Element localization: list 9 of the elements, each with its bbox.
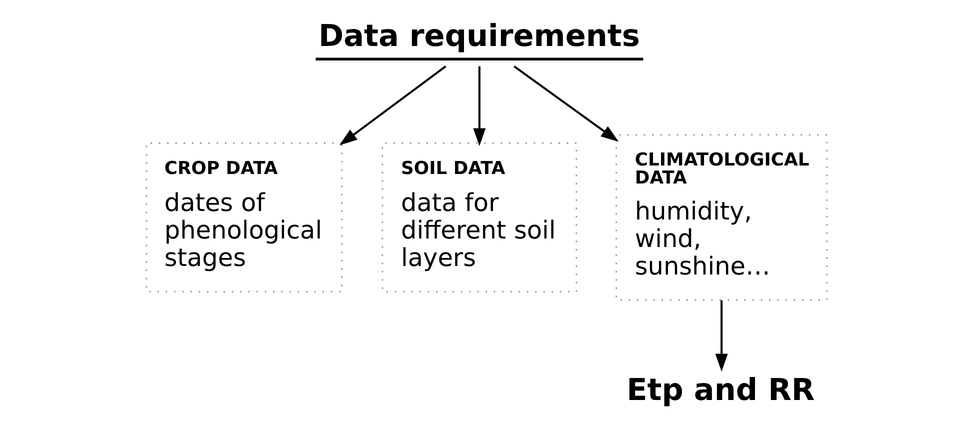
arrow — [339, 65, 446, 146]
node-box: SOIL DATA data for different soil layers — [382, 142, 578, 292]
node-box: CROP DATA dates of phenological stages — [146, 142, 343, 292]
node-text: Data requirements — [318, 19, 640, 54]
arrow — [473, 66, 486, 146]
node-box: CLIMATOLOGICAL DATA humidity, wind, sunshine… — [616, 134, 828, 301]
arrow — [514, 65, 619, 142]
arrow — [715, 300, 728, 372]
node-text: Etp and RR — [626, 372, 815, 408]
